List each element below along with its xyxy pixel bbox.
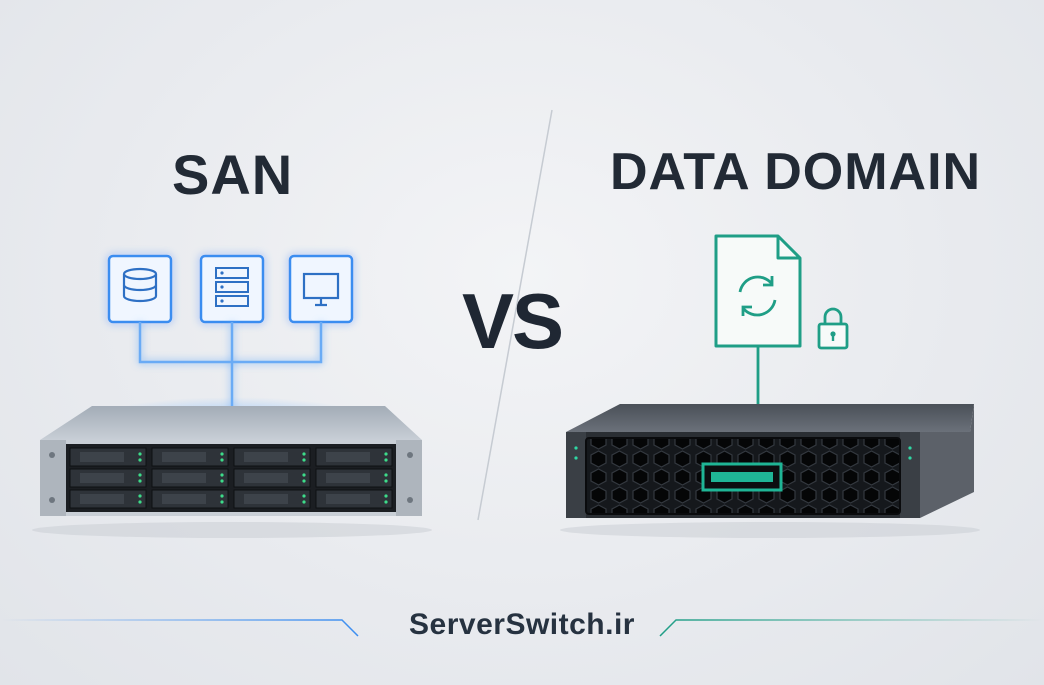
monitor-icon [288,254,354,324]
data-domain-appliance [566,404,974,518]
footer-line-right [659,619,1044,637]
drive-bay-grilles [80,452,370,504]
padlock-icon [817,307,849,350]
server-rack-icon [199,254,265,324]
san-node-icons [107,254,354,324]
center-divider [477,109,553,521]
database-icon [107,254,173,324]
brand-footer: ServerSwitch.ir [409,608,635,641]
san-storage-array [40,406,422,516]
san-title: SAN [172,143,294,206]
footer-line-left [0,619,359,637]
file-sync-icon [714,234,802,348]
drive-led [138,452,388,504]
data-domain-title: DATA DOMAIN [610,143,982,201]
versus-label: VS [462,277,564,365]
